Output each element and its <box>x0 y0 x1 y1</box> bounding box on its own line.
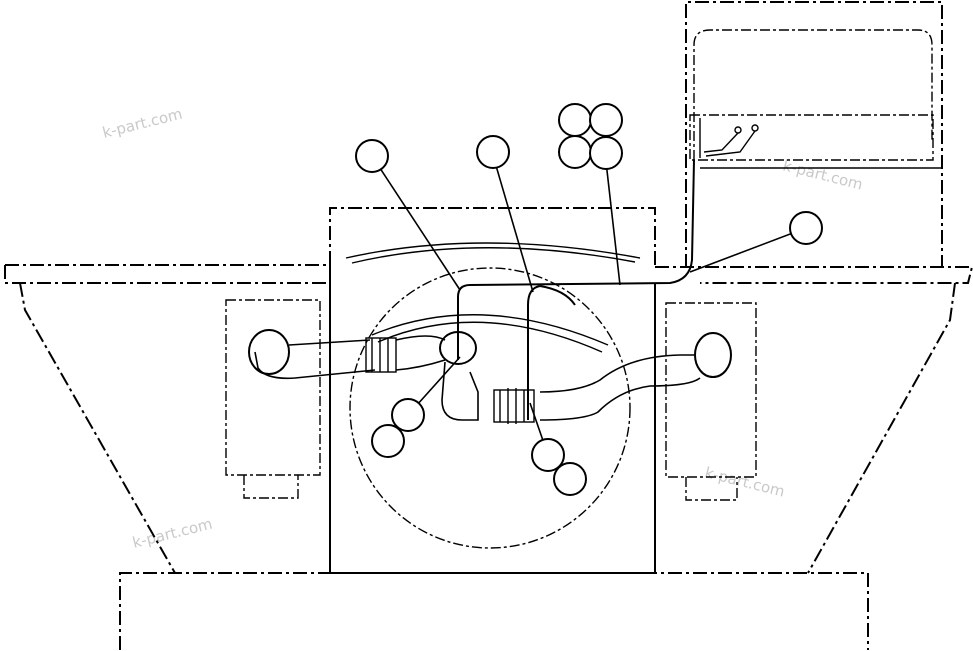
callout-j[interactable] <box>531 438 565 472</box>
callouts <box>355 103 823 496</box>
callout-g[interactable] <box>789 211 823 245</box>
callout-k[interactable] <box>553 462 587 496</box>
wiring-harness <box>457 159 695 420</box>
right-hose <box>493 332 732 424</box>
left-tank <box>19 282 331 574</box>
leader-lines <box>371 151 807 456</box>
callout-e[interactable] <box>558 135 592 169</box>
frame-rail <box>4 264 973 284</box>
left-hose <box>248 329 479 421</box>
watermark-3: k-part.com <box>131 515 215 552</box>
callout-h[interactable] <box>391 398 425 432</box>
callout-d[interactable] <box>589 103 623 137</box>
callout-a[interactable] <box>355 139 389 173</box>
callout-f[interactable] <box>589 136 623 170</box>
upper-cab <box>685 1 943 268</box>
base-plate <box>119 572 869 650</box>
watermark-1: k-part.com <box>101 105 185 142</box>
watermark-2: k-part.com <box>781 156 865 193</box>
callout-i[interactable] <box>371 424 405 458</box>
circular-tank <box>349 267 631 549</box>
callout-b[interactable] <box>476 135 510 169</box>
watermark-4: k-part.com <box>703 463 787 500</box>
callout-c[interactable] <box>558 103 592 137</box>
right-tank <box>654 282 956 574</box>
center-housing <box>329 207 656 574</box>
